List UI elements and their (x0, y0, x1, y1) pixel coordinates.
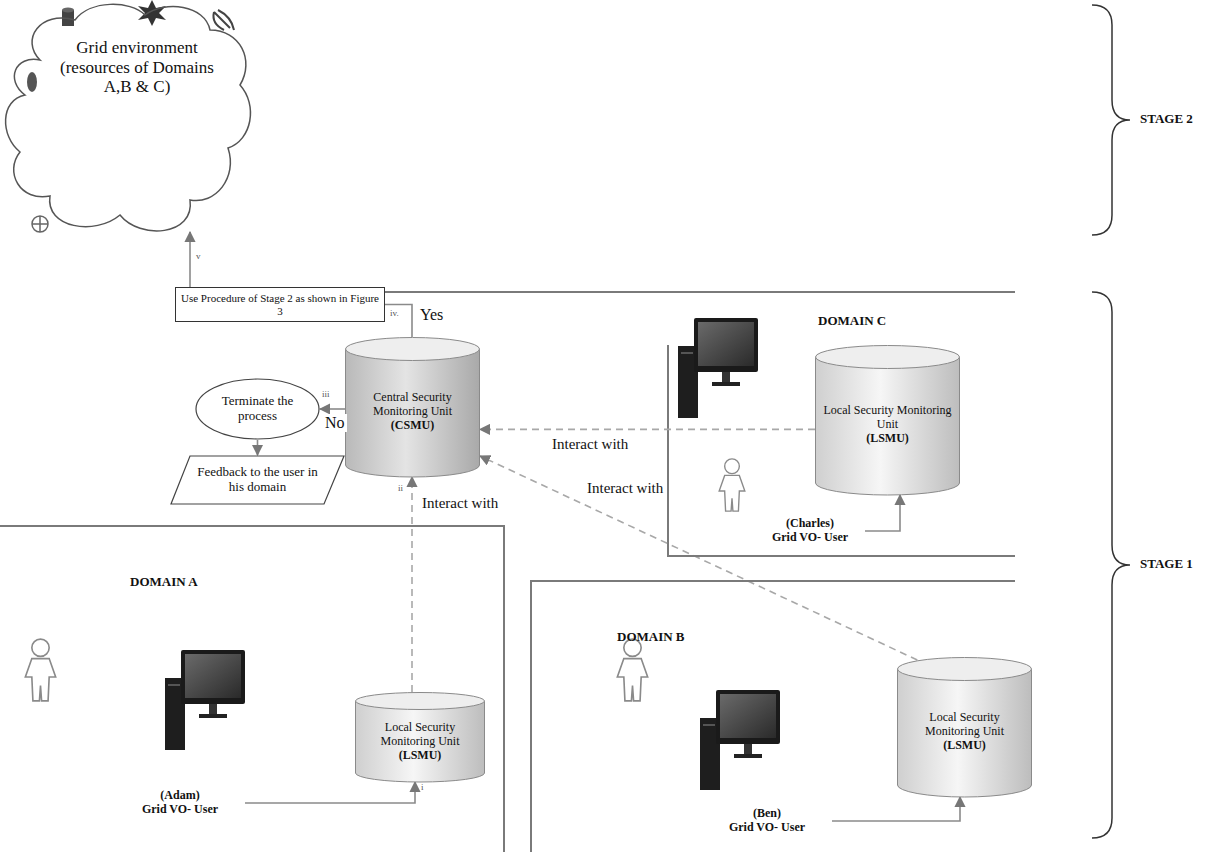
cylinder-body (898, 669, 1032, 797)
domain-region: DOMAIN A (Adam)Grid VO- User Local Securit… (0, 525, 505, 852)
domain-title: DOMAIN C (818, 314, 886, 329)
local-unit-cylinder: Local Security Monitoring Unit(LSMU) (897, 657, 1032, 797)
cloud-shape (6, 4, 251, 231)
user-label: (Ben)Grid VO- User (702, 802, 832, 840)
node-text: (LSMU) (399, 749, 442, 763)
user-label: (Charles)Grid VO- User (755, 512, 865, 550)
step-number: iv. (390, 309, 399, 319)
flow-connector (320, 408, 345, 410)
node-text: Local Security Monitoring Unit (821, 404, 954, 432)
stage-label: STAGE 2 (1140, 112, 1193, 126)
step-number: v (196, 252, 201, 262)
node-text: (LSMU) (866, 432, 909, 446)
cloud-icons (27, 0, 234, 232)
user-icon (719, 459, 745, 511)
flow-connector (832, 797, 960, 821)
node-text: Grid VO- User (729, 821, 805, 835)
step-number: i (421, 783, 424, 793)
interaction-connector (480, 429, 815, 431)
flow-connector (385, 305, 412, 338)
flow-connector (865, 495, 900, 531)
cylinder-top (816, 346, 960, 369)
node-text: Terminate the process (211, 394, 304, 424)
cylinder-top (346, 338, 480, 361)
node-text: Grid VO- User (142, 803, 218, 817)
domain-region: DOMAIN BLocal Security Monitoring Unit(L… (530, 580, 1015, 852)
node-text: Grid environment (resources of Domains A… (46, 38, 228, 97)
user-label: (Adam)Grid VO- User (115, 784, 245, 822)
domain-title: DOMAIN A (130, 575, 198, 590)
cylinder-body (356, 701, 485, 782)
node-text: (LSMU) (943, 739, 986, 753)
flow-connector (189, 232, 191, 287)
local-unit-cylinder: Local Security Monitoring Unit(LSMU) (815, 345, 960, 495)
cylinder-top (898, 658, 1032, 681)
user-icon (25, 639, 55, 701)
node-text: (CSMU) (391, 419, 434, 433)
node-text: Grid VO- User (772, 531, 848, 545)
edge-label: No (323, 414, 347, 432)
edge-label: Interact with (585, 480, 665, 497)
edge-label: Yes (418, 306, 445, 324)
edge-label: Interact with (420, 495, 500, 512)
node-text: (Charles) (786, 517, 834, 531)
feedback-parallelogram: Feedback to the user in his domain (170, 455, 345, 505)
user-icon (617, 639, 647, 701)
edge-label: Interact with (550, 436, 630, 453)
domain-title: DOMAIN B (617, 630, 685, 645)
flow-connector (257, 440, 259, 455)
cylinder-body (346, 349, 480, 477)
interaction-connector (411, 477, 413, 692)
node-text: Feedback to the user in his domain (196, 465, 319, 495)
node-text: (Ben) (753, 807, 781, 821)
computer-icon (165, 650, 245, 750)
local-unit-cylinder: Local Security Monitoring Unit(LSMU) (355, 692, 485, 782)
parallelogram-outline (171, 456, 344, 504)
node-outline (0, 0, 258, 238)
step-number: iii (322, 390, 330, 400)
cylinder-body (816, 357, 960, 495)
ellipse-outline (196, 379, 319, 439)
cloud-outline (6, 4, 251, 231)
process-box: Use Procedure of Stage 2 as shown in Fig… (175, 287, 385, 322)
computer-icon (678, 318, 758, 418)
node-text: Use Procedure of Stage 2 as shown in Fig… (180, 292, 380, 317)
terminate-ellipse: Terminate the process (195, 378, 320, 440)
central-unit-cylinder: Central Security Monitoring Unit(CSMU) (345, 337, 480, 477)
cylinder-top (356, 693, 485, 710)
computer-icon (700, 690, 780, 790)
node-text: (Adam) (160, 789, 199, 803)
flow-connector (245, 782, 415, 803)
stage-label: STAGE 1 (1140, 557, 1193, 571)
node-text: Local Security Monitoring Unit (361, 721, 479, 749)
cloud-node: Grid environment (resources of Domains A… (0, 0, 258, 238)
node-text: Local Security Monitoring Unit (903, 711, 1026, 739)
stage-braces (1092, 5, 1130, 838)
node-text: Central Security Monitoring Unit (351, 391, 474, 419)
domain-region: DOMAIN C Local Security Monitoring Unit(L… (668, 292, 1015, 557)
step-number: ii (398, 484, 403, 494)
